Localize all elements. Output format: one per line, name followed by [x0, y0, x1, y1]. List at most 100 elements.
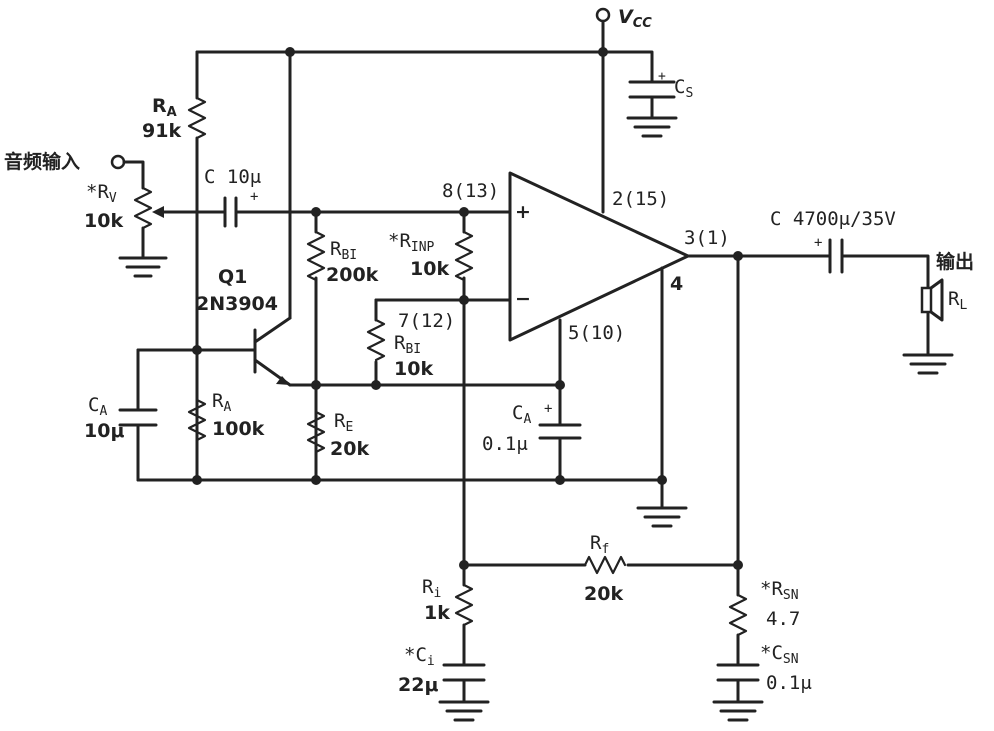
rsn-resistor-icon [728, 593, 748, 637]
q1-label: Q1 [218, 266, 248, 288]
rinp-value: 10k [410, 258, 450, 280]
speaker-icon [920, 286, 933, 314]
input-terminal [110, 154, 126, 170]
rf-label: Rf [590, 532, 610, 557]
rbi-200k-label: RBI [330, 238, 358, 263]
junction-dot [192, 345, 202, 355]
rv-value: 10k [84, 210, 124, 232]
ci-ground-icon [438, 678, 490, 722]
op-amp-minus-sign: − [515, 288, 531, 310]
rinp-resistor-icon [454, 230, 474, 282]
rinp-label: *RINP [388, 230, 435, 255]
rf-resistor-icon [583, 555, 627, 575]
q1-part-number: 2N3904 [196, 293, 279, 315]
pin-noninverting-label: 8(13) [442, 180, 500, 202]
c-out-label: C 4700μ/35V [770, 208, 896, 230]
cs-capacitor-icon [628, 80, 676, 99]
ra-top-resistor-icon [187, 96, 207, 140]
rbi-200k-resistor-icon [306, 230, 326, 282]
c-out-capacitor-icon [828, 238, 844, 274]
ca-left-label: CA [88, 394, 108, 419]
ca-right-capacitor-icon [538, 423, 582, 440]
ca-left-capacitor-icon [118, 408, 158, 427]
rbi-10k-resistor-icon [366, 318, 386, 362]
rsn-label: *RSN [760, 578, 799, 603]
junction-dot [311, 475, 321, 485]
rbi-200k-value: 200k [326, 264, 379, 286]
audio-input-label: 音频输入 [4, 151, 81, 173]
junction-dot [657, 475, 667, 485]
c-in-label: C 10μ [204, 166, 262, 188]
output-label: 输出 [936, 251, 975, 273]
re-label: RE [334, 410, 354, 435]
vcc-terminal [595, 7, 611, 23]
vcc-label: VCC [618, 6, 652, 31]
ca-right-plus-sign: + [544, 401, 553, 417]
speaker-cone-icon [929, 278, 944, 322]
ri-resistor-icon [454, 583, 474, 627]
load-wire [840, 254, 930, 357]
wiper-arrow-icon [152, 206, 164, 218]
ci-value: 22μ [398, 674, 439, 696]
cs-ground-icon [626, 95, 678, 138]
ra-top-value: 91k [142, 120, 182, 142]
junction-dot [598, 47, 608, 57]
junction-dot [459, 560, 469, 570]
ca-right-label: CA [512, 402, 532, 427]
rbi-10k-label: RBI [394, 332, 422, 357]
op-amp-plus-sign: + [515, 201, 531, 223]
q1-emitter-arrow-icon [276, 376, 290, 385]
rf-value: 20k [584, 583, 624, 605]
input-wire [122, 160, 145, 190]
pin-inverting-label: 7(12) [398, 310, 456, 332]
csn-capacitor-icon [716, 663, 760, 682]
cs-plus-sign: + [658, 69, 666, 84]
rsn-value: 4.7 [766, 608, 801, 630]
ra-top-label: RA [152, 95, 177, 120]
c-out-plus-sign: + [814, 235, 823, 251]
pin-bypass-label: 5(10) [568, 322, 626, 344]
ci-label: *Ci [404, 644, 435, 669]
junction-dot [311, 380, 321, 390]
ca-right-value: 0.1μ [482, 433, 528, 455]
junction-dots [192, 47, 743, 570]
ca-left-value: 10μ [84, 420, 125, 442]
cs-label: CS [674, 76, 694, 101]
csn-value: 0.1μ [766, 672, 812, 694]
csn-ground-icon [712, 678, 764, 722]
re-resistor-icon [306, 410, 326, 454]
ri-value: 1k [424, 602, 450, 624]
junction-dot [733, 251, 743, 261]
pin-vcc-label: 2(15) [612, 188, 670, 210]
rbi-10k-value: 10k [394, 358, 434, 380]
ri-label: Ri [422, 576, 442, 601]
rv-potentiometer-icon [133, 186, 153, 230]
junction-dot [555, 475, 565, 485]
pin-ground-label: 4 [670, 273, 684, 295]
junction-dot [192, 475, 202, 485]
junction-dot [371, 380, 381, 390]
junction-dot [459, 207, 469, 217]
cs-wire [601, 50, 654, 84]
re-value: 20k [330, 438, 370, 460]
junction-dot [311, 207, 321, 217]
ra-bottom-label: RA [212, 390, 232, 415]
junction-dot [733, 560, 743, 570]
load-ground-icon [902, 353, 954, 375]
junction-dot [555, 380, 565, 390]
pin-output-label: 3(1) [684, 227, 730, 249]
csn-label: *CSN [760, 642, 799, 667]
ra-bottom-resistor-icon [187, 398, 207, 442]
ra-bottom-value: 100k [212, 418, 265, 440]
rl-label: RL [948, 288, 968, 313]
rv-label: *RV [86, 181, 117, 206]
op-amp-triangle-icon [508, 171, 690, 342]
q1-collector-leg-icon [253, 316, 292, 344]
ci-capacitor-icon [442, 663, 486, 682]
c-in-capacitor-icon [223, 196, 238, 228]
c-in-plus-sign: + [250, 189, 259, 205]
rv-ground-icon [118, 226, 168, 278]
main-ground-icon [636, 478, 688, 528]
